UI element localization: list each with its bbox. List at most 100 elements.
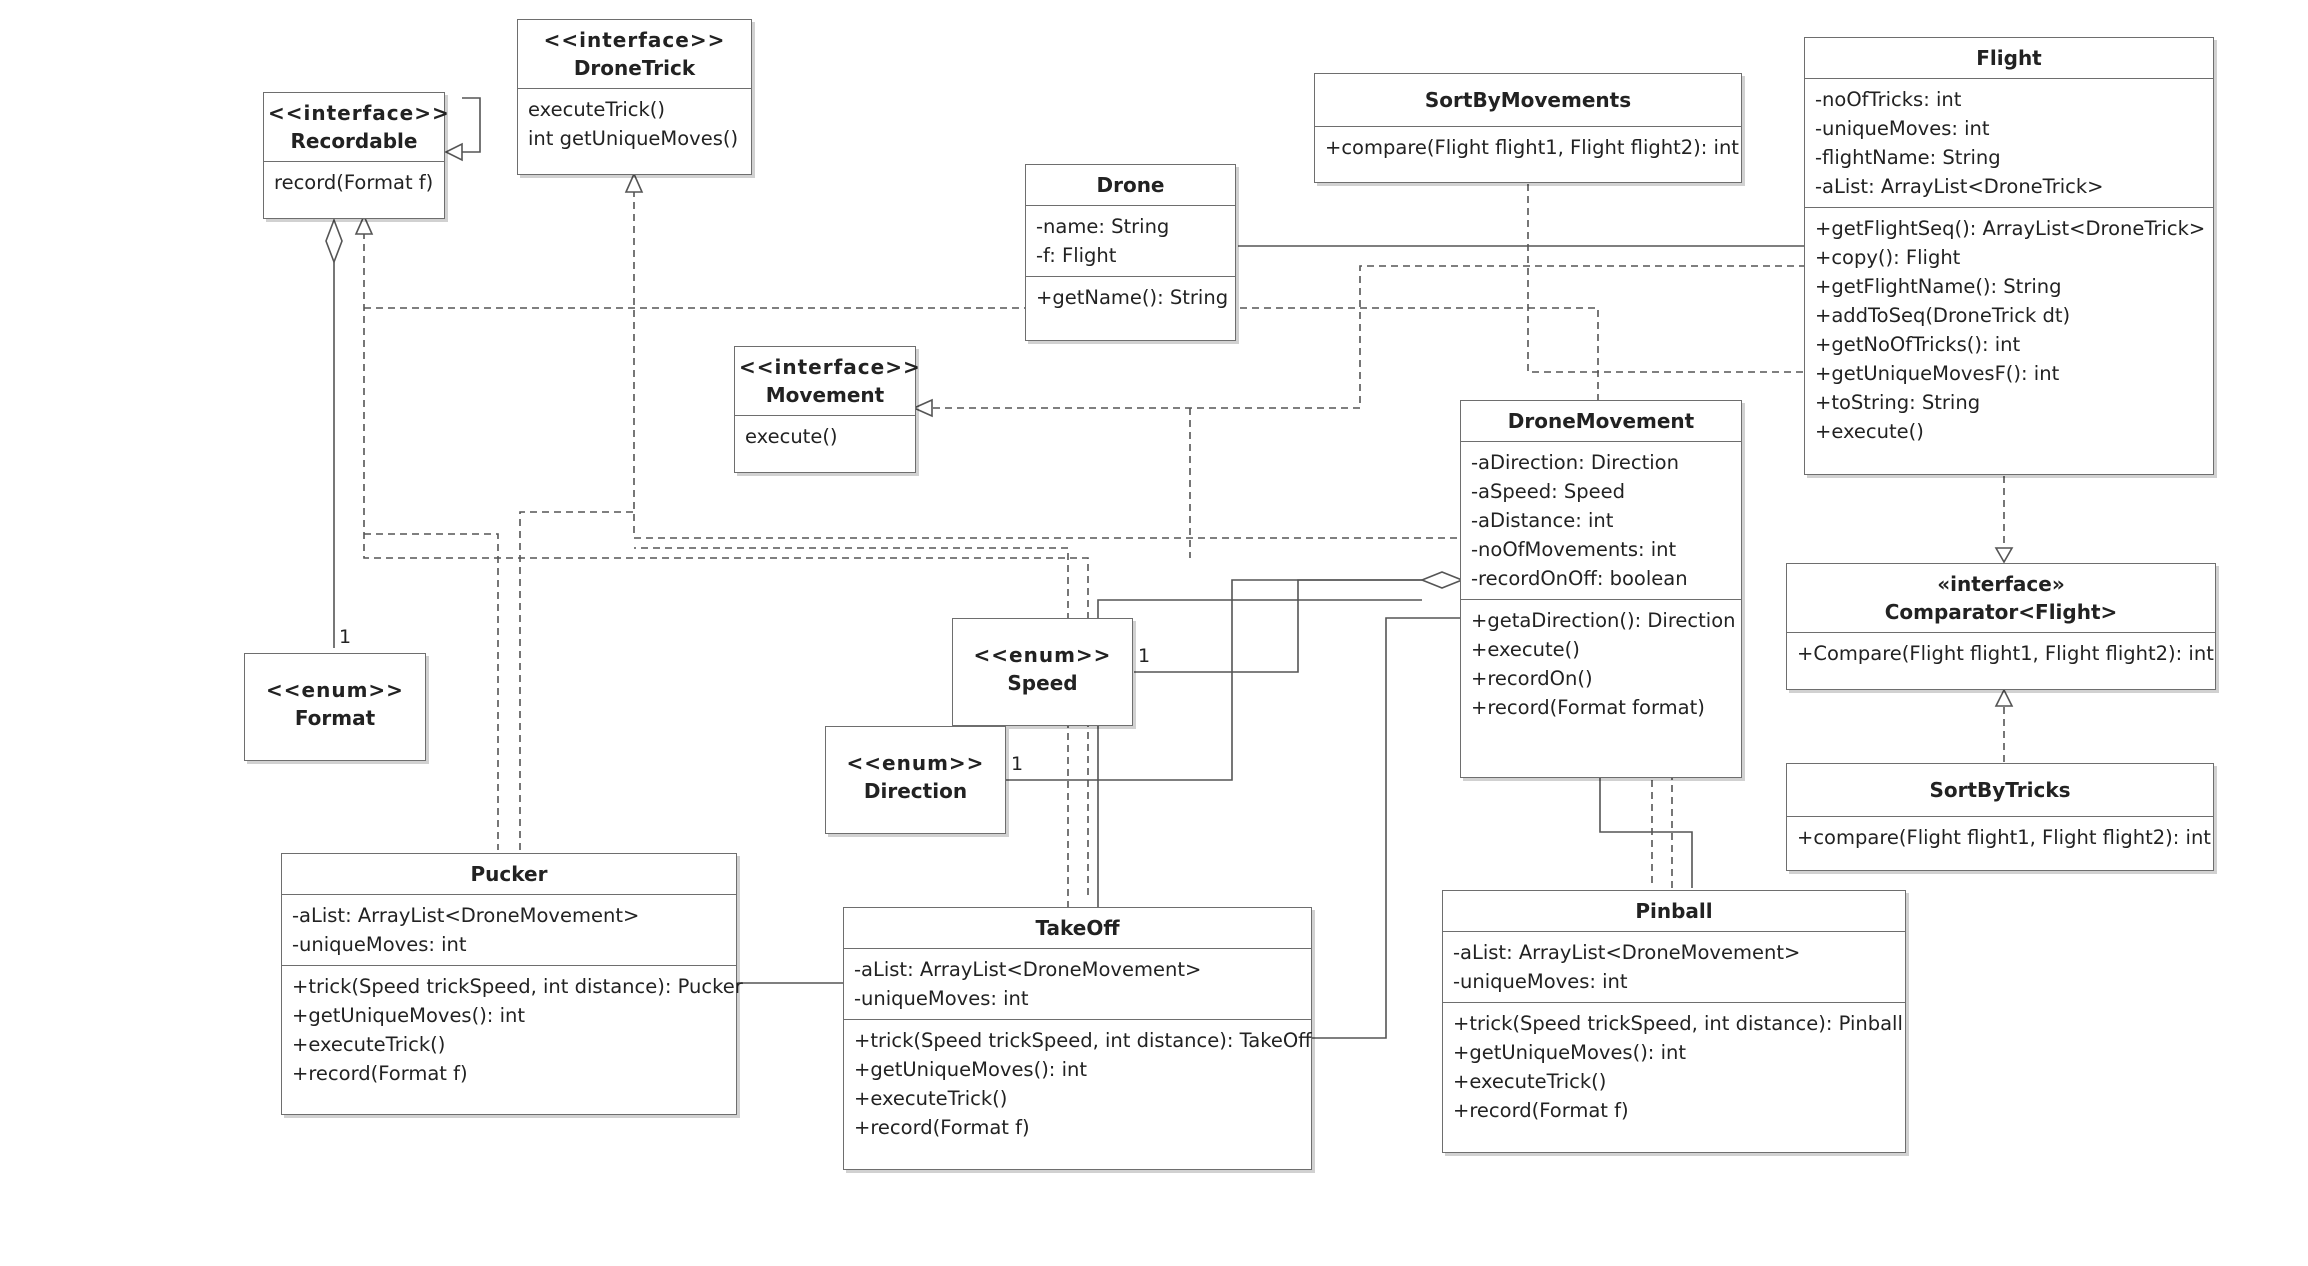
- method: +getFlightSeq(): ArrayList<DroneTrick>: [1815, 217, 2206, 240]
- class-name: Direction: [863, 779, 968, 803]
- arrowhead-comparator-bottom: [1994, 688, 2014, 707]
- class-name: Movement: [765, 383, 885, 407]
- methods-compartment: +trick(Speed trickSpeed, int distance): …: [1443, 1002, 1905, 1131]
- method: +getUniqueMoves(): int: [1453, 1041, 1687, 1064]
- methods-compartment: executeTrick() int getUniqueMoves(): [518, 88, 751, 159]
- class-name: Drone: [1096, 173, 1165, 197]
- class-header: SortByMovements: [1315, 74, 1741, 126]
- stereotype: <<enum>>: [266, 678, 404, 702]
- method: +trick(Speed trickSpeed, int distance): …: [854, 1029, 1312, 1052]
- method: record(Format f): [274, 171, 434, 194]
- class-name: DroneMovement: [1507, 409, 1695, 433]
- method: +addToSeq(DroneTrick dt): [1815, 304, 2071, 327]
- arrowhead-comparator-top: [1994, 547, 2014, 564]
- attribute: -flightName: String: [1815, 146, 2001, 169]
- class-name: TakeOff: [1035, 916, 1120, 940]
- method: +executeTrick(): [1453, 1070, 1607, 1093]
- methods-compartment: +compare(Flight flight1, Flight flight2)…: [1315, 126, 1741, 168]
- class-name: Format: [294, 706, 376, 730]
- methods-compartment: record(Format f): [264, 161, 444, 203]
- attribute: -aSpeed: Speed: [1471, 480, 1626, 503]
- method: +record(Format f): [1453, 1099, 1629, 1122]
- class-name: Pucker: [470, 862, 548, 886]
- class-header: Pucker: [282, 854, 736, 894]
- attribute: -aList: ArrayList<DroneTrick>: [1815, 175, 2104, 198]
- method: +toString: String: [1815, 391, 1981, 414]
- class-header: TakeOff: [844, 908, 1311, 948]
- method: +getUniqueMoves(): int: [854, 1058, 1088, 1081]
- multiplicity-direction: 1: [1011, 753, 1024, 775]
- class-name: Speed: [1007, 671, 1078, 695]
- methods-compartment: +getaDirection(): Direction +execute() +…: [1461, 599, 1741, 728]
- stereotype: <<interface>>: [739, 355, 921, 379]
- class-dronemovement[interactable]: DroneMovement -aDirection: Direction -aS…: [1460, 400, 1742, 778]
- attribute: -aDirection: Direction: [1471, 451, 1679, 474]
- attribute: -uniqueMoves: int: [292, 933, 467, 956]
- attribute: -aList: ArrayList<DroneMovement>: [292, 904, 640, 927]
- methods-compartment: +trick(Speed trickSpeed, int distance): …: [844, 1019, 1312, 1148]
- stereotype: <<enum>>: [973, 643, 1112, 667]
- method: +compare(Flight flight1, Flight flight2)…: [1325, 136, 1739, 159]
- stereotype: <<enum>>: [846, 751, 985, 775]
- class-dronetrick[interactable]: <<interface>> DroneTrick executeTrick() …: [517, 19, 752, 175]
- class-name: Pinball: [1635, 899, 1713, 923]
- class-pucker[interactable]: Pucker -aList: ArrayList<DroneMovement> …: [281, 853, 743, 1115]
- methods-compartment: +Compare(Flight flight1, Flight flight2)…: [1787, 632, 2215, 674]
- enum-direction[interactable]: <<enum>> Direction: [825, 726, 1006, 834]
- class-header: SortByTricks: [1787, 764, 2213, 816]
- class-header: Flight: [1805, 38, 2213, 78]
- attribute: -f: Flight: [1036, 244, 1117, 267]
- dronemovement-speed-association: [1134, 579, 1422, 673]
- method: +getNoOfTricks(): int: [1815, 333, 2021, 356]
- class-header: <<enum>> Direction: [826, 727, 1005, 811]
- multiplicity-speed: 1: [1138, 645, 1151, 667]
- class-header: <<interface>> Movement: [735, 347, 921, 415]
- dronemovement-takeoff-composition: [1312, 617, 1462, 1039]
- attribute: -uniqueMoves: int: [1453, 970, 1628, 993]
- stereotype: <<interface>>: [543, 28, 726, 52]
- aggregation-diamond-dronemovement: [1419, 571, 1465, 589]
- realize-recordable-pucker: [364, 533, 499, 850]
- realize-dronetrick-takeoff: [634, 547, 1069, 908]
- class-sortbytricks[interactable]: SortByTricks +compare(Flight flight1, Fl…: [1786, 763, 2214, 871]
- method: +copy(): Flight: [1815, 246, 1961, 269]
- method: +getFlightName(): String: [1815, 275, 2062, 298]
- enum-format[interactable]: <<enum>> Format: [244, 653, 426, 761]
- class-movement[interactable]: <<interface>> Movement execute(): [734, 346, 921, 473]
- method: +compare(Flight flight1, Flight flight2)…: [1797, 826, 2211, 849]
- class-header: <<interface>> DroneTrick: [518, 20, 751, 88]
- class-pinball[interactable]: Pinball -aList: ArrayList<DroneMovement>…: [1442, 890, 1906, 1153]
- attributes-compartment: -aList: ArrayList<DroneMovement> -unique…: [1443, 931, 1905, 1002]
- attribute: -aList: ArrayList<DroneMovement>: [1453, 941, 1801, 964]
- class-takeoff[interactable]: TakeOff -aList: ArrayList<DroneMovement>…: [843, 907, 1312, 1170]
- class-name: DroneTrick: [573, 56, 696, 80]
- methods-compartment: +getName(): String: [1026, 276, 1235, 318]
- class-comparator[interactable]: «interface» Comparator<Flight> +Compare(…: [1786, 563, 2216, 690]
- arrowhead-movement: [912, 398, 933, 418]
- class-sortbymovements[interactable]: SortByMovements +compare(Flight flight1,…: [1314, 73, 1742, 183]
- enum-speed[interactable]: <<enum>> Speed: [952, 618, 1133, 726]
- attribute: -uniqueMoves: int: [1815, 117, 1990, 140]
- attributes-compartment: -aDirection: Direction -aSpeed: Speed -a…: [1461, 441, 1741, 599]
- class-header: Drone: [1026, 165, 1235, 205]
- aggregation-diamond-recordable: [325, 217, 343, 265]
- class-name: SortByMovements: [1424, 88, 1632, 112]
- method: +trick(Speed trickSpeed, int distance): …: [292, 975, 743, 998]
- class-name: Recordable: [290, 129, 418, 153]
- method: +getaDirection(): Direction: [1471, 609, 1736, 632]
- attributes-compartment: -noOfTricks: int -uniqueMoves: int -flig…: [1805, 78, 2213, 207]
- methods-compartment: +getFlightSeq(): ArrayList<DroneTrick> +…: [1805, 207, 2213, 452]
- realize-dronetrick-pucker: [519, 511, 634, 850]
- class-recordable[interactable]: <<interface>> Recordable record(Format f…: [263, 92, 449, 219]
- attribute: -aDistance: int: [1471, 509, 1614, 532]
- recordable-extends-dronetrick: [446, 97, 481, 153]
- methods-compartment: +trick(Speed trickSpeed, int distance): …: [282, 965, 743, 1094]
- class-drone[interactable]: Drone -name: String -f: Flight +getName(…: [1025, 164, 1236, 341]
- attributes-compartment: -name: String -f: Flight: [1026, 205, 1235, 276]
- multiplicity-format: 1: [339, 626, 352, 648]
- attribute: -name: String: [1036, 215, 1170, 238]
- class-flight[interactable]: Flight -noOfTricks: int -uniqueMoves: in…: [1804, 37, 2214, 475]
- method: +record(Format format): [1471, 696, 1705, 719]
